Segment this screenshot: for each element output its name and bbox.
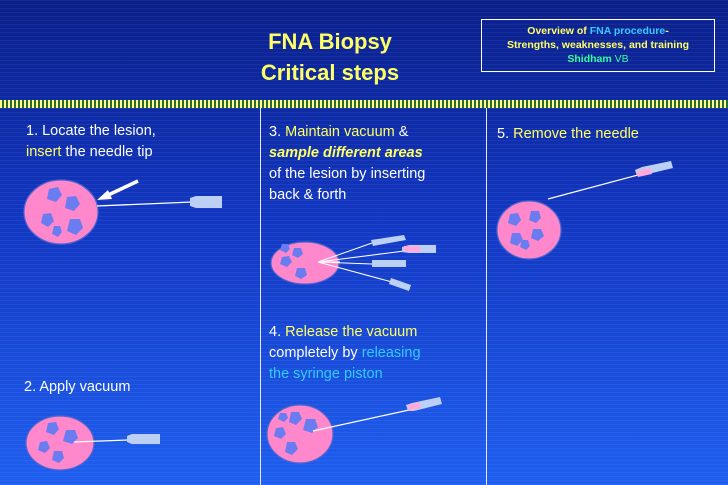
lesion-cell-icon bbox=[52, 226, 62, 237]
step-4-needle bbox=[312, 397, 442, 432]
step-5-highlight: Remove the needle bbox=[513, 126, 639, 142]
lesion-cell-icon bbox=[510, 233, 523, 246]
step-3-line-4: back & forth bbox=[269, 187, 347, 203]
step-4-line-2-text: completely by bbox=[269, 345, 362, 361]
step-3-lesion-illustration bbox=[270, 241, 340, 285]
header-divider bbox=[0, 100, 728, 108]
overview-fna: FNA bbox=[589, 25, 611, 37]
lesion-cell-icon bbox=[531, 229, 544, 241]
syringe-icon bbox=[371, 235, 406, 246]
lesion-cell-icon bbox=[63, 430, 78, 444]
lesion-cell-icon bbox=[67, 219, 83, 235]
step-4-lesion-illustration bbox=[266, 404, 334, 464]
step-3-text: 3. Maintain vacuum & sample different ar… bbox=[269, 122, 425, 206]
lesion-cell-icon bbox=[295, 268, 307, 279]
title-line-1: FNA Biopsy bbox=[268, 29, 392, 54]
lesion-cell-icon bbox=[289, 412, 302, 425]
step-2-lesion-illustration bbox=[25, 415, 95, 471]
overview-procedure: procedure bbox=[610, 25, 666, 37]
step-4-highlight-2a: releasing bbox=[361, 345, 421, 361]
step-3-line-1: 3. Maintain vacuum & bbox=[269, 122, 425, 143]
step-3-emphasis: sample different areas bbox=[269, 145, 423, 161]
lesion-cell-icon bbox=[303, 419, 318, 433]
step-1-lesion-illustration bbox=[23, 179, 99, 245]
lesion-cell-icon bbox=[52, 451, 64, 463]
arrow-icon bbox=[97, 179, 139, 200]
step-2-text: 2. Apply vacuum bbox=[24, 377, 130, 398]
step-1-line-1: 1. Locate the lesion, bbox=[26, 123, 156, 139]
overview-author: Shidham bbox=[567, 53, 612, 65]
lesion-cell-icon bbox=[529, 211, 541, 223]
overview-line-2: Strengths, weaknesses, and training bbox=[506, 39, 690, 51]
step-4-line-2: completely by releasing bbox=[269, 343, 421, 364]
syringe-tip-icon bbox=[636, 168, 652, 177]
lesion-icon bbox=[496, 200, 562, 260]
step-1-text: 1. Locate the lesion, insert the needle … bbox=[26, 121, 156, 163]
step-3-amp: & bbox=[394, 124, 409, 140]
step-4-highlight: Release the vacuum bbox=[285, 324, 418, 340]
step-1-needle bbox=[96, 196, 222, 208]
step-5-text: 5. Remove the needle bbox=[497, 124, 639, 145]
step-2-needle bbox=[73, 434, 160, 444]
syringe-tip-icon bbox=[404, 246, 420, 252]
lesion-cell-icon bbox=[278, 413, 288, 422]
step-4-number: 4. bbox=[269, 324, 286, 340]
step-5-needle bbox=[547, 161, 673, 200]
step-4-line-1: 4. Release the vacuum bbox=[269, 322, 421, 343]
step-5-lesion-illustration bbox=[496, 200, 562, 260]
syringe-icon bbox=[127, 434, 160, 444]
step-2-line: 2. Apply vacuum bbox=[24, 379, 131, 395]
step-3-number: 3. bbox=[269, 124, 286, 140]
lesion-icon bbox=[25, 415, 95, 471]
step-5-number: 5. bbox=[497, 126, 514, 142]
lesion-cell-icon bbox=[65, 196, 80, 211]
step-3-line-3: of the lesion by inserting bbox=[269, 166, 426, 182]
step-1-line-2-rest: the needle tip bbox=[61, 144, 153, 160]
lesion-cell-icon bbox=[280, 244, 290, 253]
lesion-cell-icon bbox=[285, 442, 298, 455]
lesion-cell-icon bbox=[508, 213, 521, 226]
syringe-icon bbox=[389, 278, 411, 291]
syringe-icon bbox=[190, 196, 222, 208]
step-1-line-2: insert the needle tip bbox=[26, 142, 156, 163]
step-3-needle-passes bbox=[317, 235, 436, 291]
column-separator-1 bbox=[260, 108, 261, 485]
lesion-cell-icon bbox=[274, 427, 286, 439]
title-line-2: Critical steps bbox=[260, 60, 400, 85]
lesion-cell-icon bbox=[292, 248, 303, 258]
lesion-cell-icon bbox=[520, 240, 530, 250]
column-separator-2 bbox=[486, 108, 487, 485]
step-4-highlight-2b: the syringe piston bbox=[269, 366, 383, 382]
lesion-cell-icon bbox=[41, 213, 54, 227]
syringe-icon bbox=[372, 260, 406, 267]
step-4-text: 4. Release the vacuum completely by rele… bbox=[269, 322, 421, 385]
step-5-line: 5. Remove the needle bbox=[497, 124, 639, 145]
overview-author-suffix: VB bbox=[611, 53, 629, 65]
overview-prefix: Overview of bbox=[527, 25, 590, 37]
slide-title: FNA Biopsy Critical steps bbox=[230, 26, 430, 88]
overview-line-1: Overview of FNA procedure- bbox=[482, 24, 714, 38]
lesion-cell-icon bbox=[280, 256, 292, 267]
lesion-cell-icon bbox=[47, 187, 62, 202]
syringe-tip-icon bbox=[407, 402, 421, 411]
overview-dash: - bbox=[665, 25, 669, 37]
lesion-cell-icon bbox=[38, 441, 50, 453]
step-3-highlight: Maintain vacuum bbox=[285, 124, 395, 140]
step-1-highlight: insert bbox=[26, 144, 62, 160]
lesion-icon bbox=[23, 179, 99, 245]
overview-line-3: Shidham VB bbox=[482, 52, 714, 66]
overview-box: Overview of FNA procedure- Strengths, we… bbox=[481, 19, 715, 72]
lesion-cell-icon bbox=[46, 422, 59, 435]
